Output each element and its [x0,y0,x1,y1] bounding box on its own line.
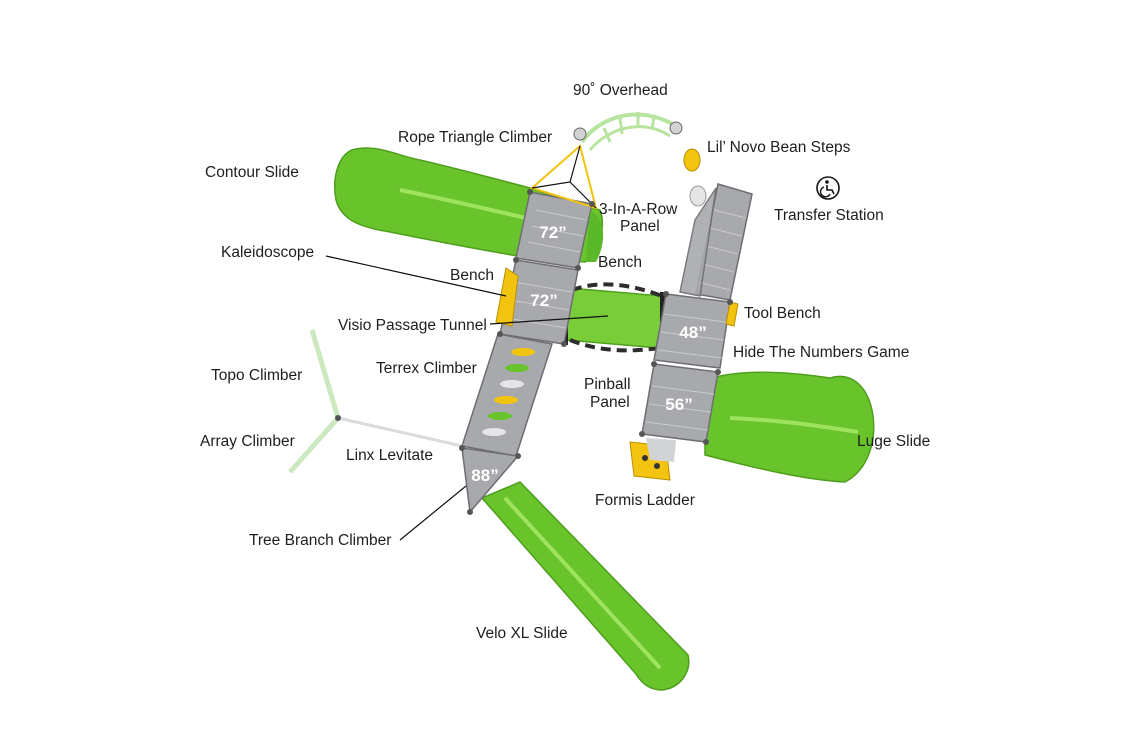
deck-48: 48” [653,293,731,369]
overhead-ladder [573,112,683,151]
velo-xl-slide [480,481,690,691]
posts [335,189,733,515]
deck-56: 56” [641,363,719,443]
label-array: Array Climber [200,433,295,450]
label-velo-slide: Velo XL Slide [476,625,568,642]
transfer-station-steps [679,183,753,301]
deck-88: 88” [461,447,520,514]
label-bench-right: Bench [598,254,642,271]
label-pinball-panel: Panel [590,394,630,411]
label-tree-branch: Tree Branch Climber [249,532,391,549]
label-bench-left: Bench [450,267,494,284]
label-lil-novo: Lil’ Novo Bean Steps [707,139,851,156]
label-rope-triangle: Rope Triangle Climber [398,129,552,146]
label-three-in-a-row-panel: Panel [620,218,660,235]
three-in-a-row-panel [586,212,604,262]
label-transfer-station: Transfer Station [774,207,884,224]
label-contour-slide: Contour Slide [205,164,299,181]
deck-height-label: 88” [471,466,498,485]
label-visio-tunnel: Visio Passage Tunnel [338,317,487,334]
label-three-in-a-row: 3-In-A-Row [599,201,678,218]
label-linx: Linx Levitate [346,447,433,464]
luge-slide [704,371,875,483]
deck-height-label: 56” [665,395,692,414]
label-topo: Topo Climber [211,367,302,384]
deck-72-mid: 72” [499,259,579,345]
leader-lines [325,255,609,541]
label-terrex: Terrex Climber [376,360,477,377]
deck-height-label: 72” [539,223,566,242]
deck-height-label: 72” [530,291,557,310]
label-kaleidoscope: Kaleidoscope [221,244,314,261]
bench-left [495,267,519,327]
label-pinball: Pinball [584,376,631,393]
label-luge-slide: Luge Slide [857,433,930,450]
bean-steps [683,148,707,207]
label-formis: Formis Ladder [595,492,695,509]
wheelchair-icon [816,176,840,200]
label-hide-numbers: Hide The Numbers Game [733,344,909,361]
label-tool-bench: Tool Bench [744,305,821,322]
deck-height-label: 48” [679,323,706,342]
tool-bench [725,301,739,327]
formis-ladder [629,438,676,481]
terrex-climber [461,333,553,457]
label-overhead: 90˚ Overhead [573,82,668,99]
